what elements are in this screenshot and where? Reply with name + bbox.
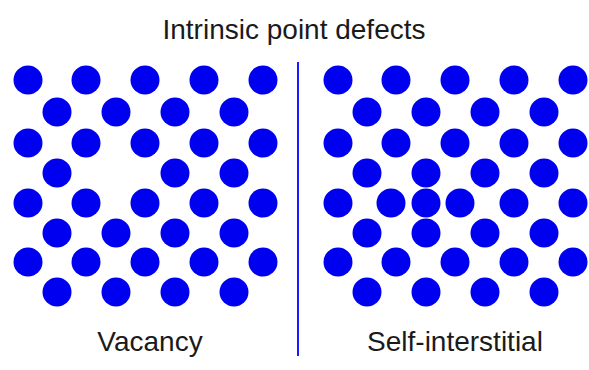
atom: [530, 219, 559, 248]
atom: [220, 278, 249, 307]
atom: [500, 129, 529, 158]
panel-label: Vacancy: [97, 326, 202, 358]
atom: [72, 66, 101, 95]
atom: [220, 159, 249, 188]
atom: [131, 129, 160, 158]
atom: [72, 248, 101, 277]
atom-lattice: [14, 66, 588, 307]
atom: [500, 66, 529, 95]
atom: [161, 159, 190, 188]
atom: [72, 129, 101, 158]
atom: [412, 98, 441, 127]
atom: [500, 248, 529, 277]
atom: [500, 189, 529, 218]
atom: [190, 248, 219, 277]
atom: [249, 248, 278, 277]
atom: [353, 159, 382, 188]
atom: [441, 66, 470, 95]
atom: [471, 159, 500, 188]
atom: [131, 189, 160, 218]
atom: [72, 189, 101, 218]
atom: [324, 189, 353, 218]
atom: [131, 66, 160, 95]
atom: [220, 98, 249, 127]
atom: [382, 129, 411, 158]
atom: [14, 189, 43, 218]
atom: [412, 159, 441, 188]
atom: [412, 278, 441, 307]
atom: [377, 189, 406, 218]
atom: [559, 129, 588, 158]
atom: [324, 129, 353, 158]
atom: [559, 66, 588, 95]
atom: [441, 129, 470, 158]
atom: [102, 219, 131, 248]
atom: [471, 278, 500, 307]
atom: [131, 248, 160, 277]
atom: [471, 219, 500, 248]
diagram-title: Intrinsic point defects: [162, 14, 425, 46]
atom: [353, 219, 382, 248]
atom: [43, 98, 72, 127]
atom: [324, 248, 353, 277]
atom: [530, 278, 559, 307]
atom: [353, 98, 382, 127]
atom: [14, 129, 43, 158]
atom: [190, 129, 219, 158]
atom: [161, 278, 190, 307]
atom: [324, 66, 353, 95]
divider-line: [297, 62, 299, 356]
atom: [441, 248, 470, 277]
atom: [446, 189, 475, 218]
atom: [249, 189, 278, 218]
atom: [190, 66, 219, 95]
atom: [14, 248, 43, 277]
atom: [14, 66, 43, 95]
atom: [220, 219, 249, 248]
atom: [249, 129, 278, 158]
atom: [382, 248, 411, 277]
atom: [43, 278, 72, 307]
atom: [102, 98, 131, 127]
atom: [530, 159, 559, 188]
atom: [559, 248, 588, 277]
atom: [190, 189, 219, 218]
atom: [43, 219, 72, 248]
atom: [530, 98, 559, 127]
interstitial-atom: [412, 189, 441, 218]
atom: [382, 66, 411, 95]
atom: [471, 98, 500, 127]
atom: [559, 189, 588, 218]
atom: [412, 219, 441, 248]
atom: [102, 278, 131, 307]
atom: [161, 98, 190, 127]
panel-label: Self-interstitial: [367, 326, 543, 358]
atom: [43, 159, 72, 188]
atom: [161, 219, 190, 248]
atom: [353, 278, 382, 307]
atom: [249, 66, 278, 95]
